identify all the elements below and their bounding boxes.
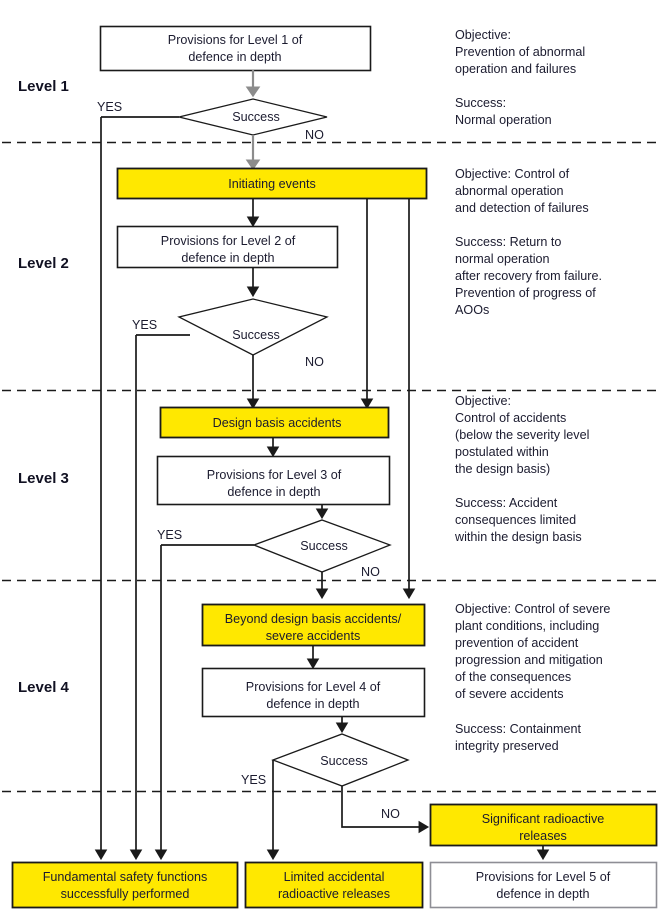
level-label-2: Level 2 [18, 255, 69, 272]
annotation-level-2-line-8: AOOs [455, 303, 489, 317]
annotation-level-2-line-5: normal operation [455, 252, 550, 266]
box-initiating-events [116, 167, 428, 200]
annotation-level-3-line-1: Control of accidents [455, 411, 566, 425]
annotation-level-4: Objective: Control of severe plant condi… [455, 602, 610, 753]
box-limited-line2: radioactive releases [278, 887, 390, 901]
box-limited-line1: Limited accidental [284, 870, 385, 884]
box-provisions-level-2-line2: defence in depth [181, 251, 274, 265]
edge-l4-no-to-significant-releases [341, 786, 430, 834]
annotation-level-4-line-1: plant conditions, including [455, 619, 599, 633]
box-provisions-level-3 [156, 455, 391, 506]
level-label-3: Level 3 [18, 470, 69, 487]
box-beyond-dba-line2: severe accidents [266, 629, 361, 643]
box-design-basis-accidents [159, 406, 390, 439]
edge-label-yes-2: YES [132, 318, 157, 332]
edge-label-no-3: NO [361, 565, 380, 579]
annotation-level-2-line-7: Prevention of progress of [455, 286, 596, 300]
box-limited-accidental-releases [244, 861, 424, 909]
box-fundamental-safety-functions [11, 861, 239, 909]
box-provisions-level-2 [116, 225, 339, 269]
annotation-level-2-line-2: and detection of failures [455, 201, 589, 215]
box-initiating-events-label: Initiating events [228, 177, 316, 191]
annotation-level-4-line-7: Success: Containment [455, 722, 582, 736]
annotation-level-3-line-3: postulated within [455, 445, 549, 459]
box-beyond-design-basis-accidents [201, 603, 426, 647]
annotation-level-1-line-4: Success: [455, 96, 506, 110]
annotation-level-2-line-0: Objective: Control of [455, 167, 570, 181]
annotation-level-1-line-2: operation and failures [455, 62, 576, 76]
decision-success-level-2 [177, 298, 329, 356]
box-provisions-level-5 [429, 861, 658, 909]
box-provisions-level-3-line2: defence in depth [227, 485, 320, 499]
box-provisions-level-1 [99, 25, 372, 72]
annotation-level-1: Objective: Prevention of abnormal operat… [455, 28, 585, 127]
annotation-level-4-line-2: prevention of accident [455, 636, 579, 650]
edge-label-no-4: NO [381, 807, 400, 821]
edge-label-yes-3: YES [157, 528, 182, 542]
decision-success-level-3-label: Success [300, 539, 348, 553]
box-significant-releases-line2: releases [519, 829, 567, 843]
annotation-level-3-line-2: (below the severity level [455, 428, 589, 442]
annotation-level-3: Objective: Control of accidents (below t… [454, 394, 589, 544]
decision-success-level-4-label: Success [320, 754, 368, 768]
annotation-level-2-line-1: abnormal operation [455, 184, 564, 198]
box-design-basis-accidents-label: Design basis accidents [213, 416, 342, 430]
box-provisions-level-5-line1: Provisions for Level 5 of [476, 870, 611, 884]
box-provisions-level-4-line1: Provisions for Level 4 of [246, 680, 381, 694]
box-provisions-level-4-line2: defence in depth [266, 697, 359, 711]
level-label-1: Level 1 [18, 78, 69, 95]
box-fundamental-line2: successfully performed [61, 887, 190, 901]
box-provisions-level-2-line1: Provisions for Level 2 of [161, 234, 296, 248]
decision-success-level-2-label: Success [232, 328, 280, 342]
annotation-level-4-line-0: Objective: Control of severe [455, 602, 610, 616]
annotation-level-4-line-3: progression and mitigation [455, 653, 603, 667]
annotation-level-2-line-4: Success: Return to [455, 235, 561, 249]
decision-success-level-1-label: Success [232, 110, 280, 124]
annotation-level-4-line-8: integrity preserved [455, 739, 559, 753]
edge-label-no-1: NO [305, 128, 324, 142]
box-provisions-level-1-line1: Provisions for Level 1 of [168, 33, 303, 47]
annotation-level-3-line-7: consequences limited [455, 513, 576, 527]
box-fundamental-line1: Fundamental safety functions [43, 870, 208, 884]
box-significant-releases-line1: Significant radioactive [482, 812, 605, 826]
annotation-level-2-line-6: after recovery from failure. [455, 269, 602, 283]
box-beyond-dba-line1: Beyond design basis accidents/ [225, 612, 402, 626]
edge-label-yes-4: YES [241, 773, 266, 787]
box-provisions-level-3-line1: Provisions for Level 3 of [207, 468, 342, 482]
annotation-level-3-line-6: Success: Accident [455, 496, 558, 510]
edge-label-no-2: NO [305, 355, 324, 369]
annotation-level-1-line-5: Normal operation [455, 113, 552, 127]
annotation-level-3-line-0: Objective: [455, 394, 511, 408]
box-significant-radioactive-releases [429, 803, 658, 847]
annotation-level-4-line-4: of the consequences [455, 670, 571, 684]
annotation-level-3-line-4: the design basis) [455, 462, 550, 476]
annotation-level-2: Objective: Control of abnormal operation… [455, 167, 602, 317]
annotation-level-4-line-5: of severe accidents [455, 687, 564, 701]
box-provisions-level-4 [201, 667, 426, 718]
annotation-level-1-line-1: Prevention of abnormal [455, 45, 585, 59]
edge-label-yes-1: YES [97, 100, 122, 114]
level-label-4: Level 4 [18, 679, 70, 696]
box-provisions-level-5-line2: defence in depth [496, 887, 589, 901]
annotation-level-3-line-8: within the design basis [454, 530, 582, 544]
annotation-level-1-line-0: Objective: [455, 28, 511, 42]
box-provisions-level-1-line2: defence in depth [188, 50, 281, 64]
